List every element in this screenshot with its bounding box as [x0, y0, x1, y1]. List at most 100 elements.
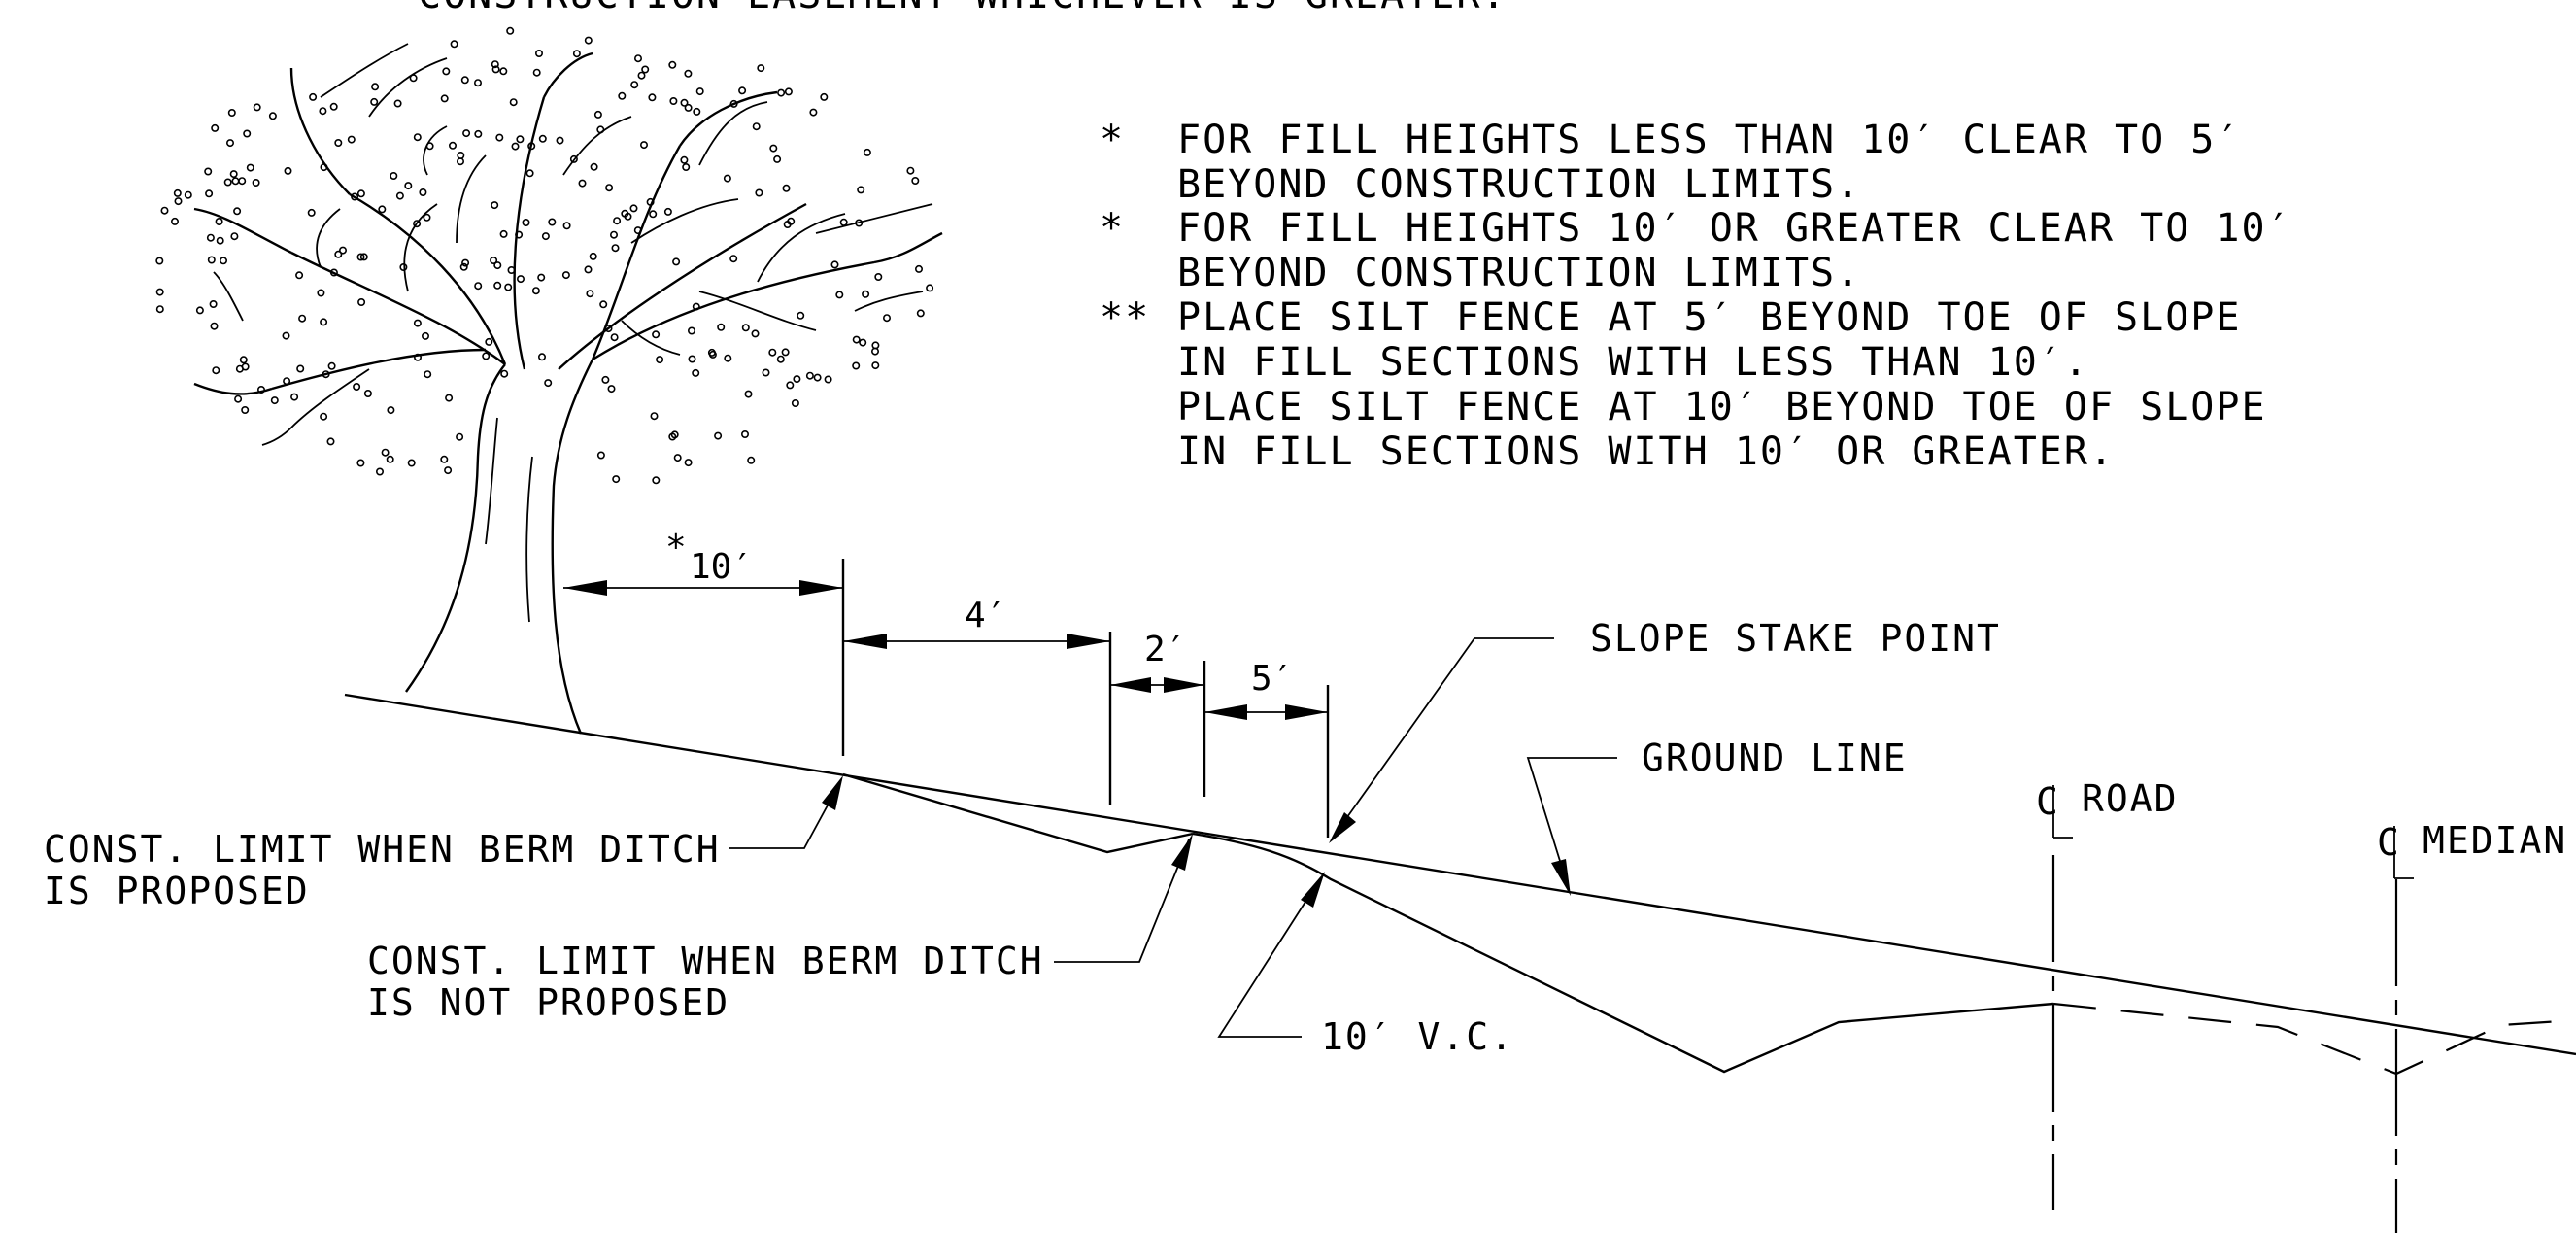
- leaf-mark: [386, 455, 394, 463]
- leaf-mark: [852, 361, 861, 370]
- leaf-mark: [680, 98, 689, 107]
- leaf-mark: [538, 134, 547, 143]
- leaf-mark: [839, 218, 848, 226]
- leaf-mark: [493, 261, 502, 270]
- note-1-line-2: BEYOND CONSTRUCTION LIMITS.: [1177, 162, 1861, 207]
- centerline-road-label: C ROAD: [2036, 777, 2177, 839]
- svg-text:C: C: [2377, 821, 2401, 864]
- vertical-curve-callout: 10′ V.C.: [1217, 872, 1512, 1058]
- leaf-mark: [283, 377, 291, 386]
- tree-icon: [155, 26, 943, 735]
- leaf-mark: [534, 49, 543, 57]
- ditch-a-dim-value: 2′: [1144, 630, 1186, 669]
- leaf-mark: [641, 65, 650, 74]
- leaf-mark: [155, 288, 164, 296]
- leaf-mark: [371, 83, 380, 91]
- leaf-mark: [395, 191, 404, 200]
- leaf-mark: [320, 318, 328, 326]
- leaf-mark: [751, 329, 760, 338]
- tree-clear-prefix: *: [665, 528, 687, 567]
- leaf-mark: [522, 219, 530, 227]
- note-3-line-3: PLACE SILT FENCE AT 10′ BEYOND TOE OF SL…: [1177, 385, 2267, 429]
- leaf-mark: [223, 178, 232, 187]
- leaf-mark: [516, 275, 525, 284]
- leaf-mark: [757, 64, 765, 73]
- const-limit-berm-line-1: CONST. LIMIT WHEN BERM DITCH: [44, 828, 721, 871]
- leaf-mark: [460, 76, 469, 85]
- leaf-mark: [601, 375, 610, 384]
- leaf-mark: [707, 348, 716, 357]
- leaf-mark: [493, 281, 502, 290]
- leaf-mark: [474, 282, 483, 291]
- dimension-ditch-a: 2′: [1110, 630, 1206, 797]
- leaf-mark: [173, 188, 182, 197]
- leaf-mark: [474, 129, 483, 138]
- leaf-mark: [714, 431, 723, 440]
- leaf-mark: [507, 265, 516, 274]
- ground-line-label: GROUND LINE: [1642, 736, 1908, 779]
- leaf-mark: [444, 466, 453, 475]
- leaf-mark: [776, 355, 785, 363]
- leaf-mark: [599, 300, 608, 309]
- leaf-mark: [309, 92, 318, 101]
- leaf-mark: [413, 319, 422, 327]
- leaf-mark: [578, 179, 587, 188]
- leaf-mark: [491, 201, 499, 210]
- leaf-mark: [611, 244, 620, 253]
- leaf-mark: [586, 290, 594, 298]
- leaf-mark: [456, 432, 464, 441]
- leaf-mark: [387, 406, 395, 415]
- leaf-mark: [629, 204, 638, 213]
- const-limit-no-berm-callout: CONST. LIMIT WHEN BERM DITCH IS NOT PROP…: [367, 834, 1193, 1024]
- leaf-mark: [252, 179, 260, 188]
- leaf-mark: [605, 184, 614, 192]
- dimension-tree-clearance: * 10′: [563, 528, 845, 756]
- leaf-mark: [911, 177, 920, 186]
- leaf-mark: [450, 40, 458, 49]
- leaf-mark: [207, 256, 216, 264]
- leaf-mark: [448, 141, 457, 150]
- leaf-mark: [584, 36, 593, 45]
- leaf-mark: [482, 352, 491, 360]
- leaf-mark: [440, 94, 449, 103]
- leaf-mark: [171, 217, 180, 225]
- leaf-mark: [855, 219, 864, 227]
- leaf-mark: [206, 233, 215, 242]
- leaf-mark: [610, 333, 619, 342]
- leaf-mark: [241, 362, 250, 371]
- leaf-mark: [378, 205, 387, 214]
- leaf-mark: [461, 258, 470, 267]
- leaf-mark: [241, 405, 250, 414]
- leaf-mark: [243, 129, 252, 138]
- leaf-mark: [639, 141, 648, 150]
- leaf-mark: [835, 291, 844, 299]
- leaf-mark: [500, 369, 509, 378]
- leaf-mark: [351, 192, 359, 201]
- tree-clear-value: 10′: [690, 547, 753, 587]
- leaf-mark: [773, 154, 782, 163]
- leaf-mark: [326, 437, 335, 446]
- leaf-mark: [668, 432, 677, 441]
- leaf-mark: [744, 390, 753, 398]
- leaf-mark: [204, 167, 213, 176]
- leaf-mark: [491, 65, 500, 74]
- leaf-mark: [353, 382, 361, 391]
- leaf-mark: [370, 97, 379, 106]
- cl-median-text: MEDIAN: [2423, 819, 2567, 862]
- leaf-mark: [253, 103, 261, 112]
- leaf-mark: [596, 451, 605, 460]
- leaf-mark: [561, 271, 570, 280]
- note-3-line-2: IN FILL SECTIONS WITH LESS THAN 10′.: [1177, 340, 2089, 385]
- leaf-mark: [212, 366, 220, 375]
- leaf-mark: [684, 69, 693, 78]
- leaf-mark: [607, 385, 616, 394]
- leaf-mark: [769, 144, 778, 153]
- leaf-mark: [729, 99, 738, 108]
- leaf-mark: [226, 139, 235, 148]
- leaf-mark: [295, 271, 304, 280]
- leaf-mark: [724, 354, 732, 362]
- const-limit-no-berm-line-2: IS NOT PROPOSED: [367, 981, 729, 1024]
- leaf-mark: [874, 272, 883, 281]
- leaf-mark: [637, 71, 646, 80]
- leaf-mark: [755, 188, 763, 197]
